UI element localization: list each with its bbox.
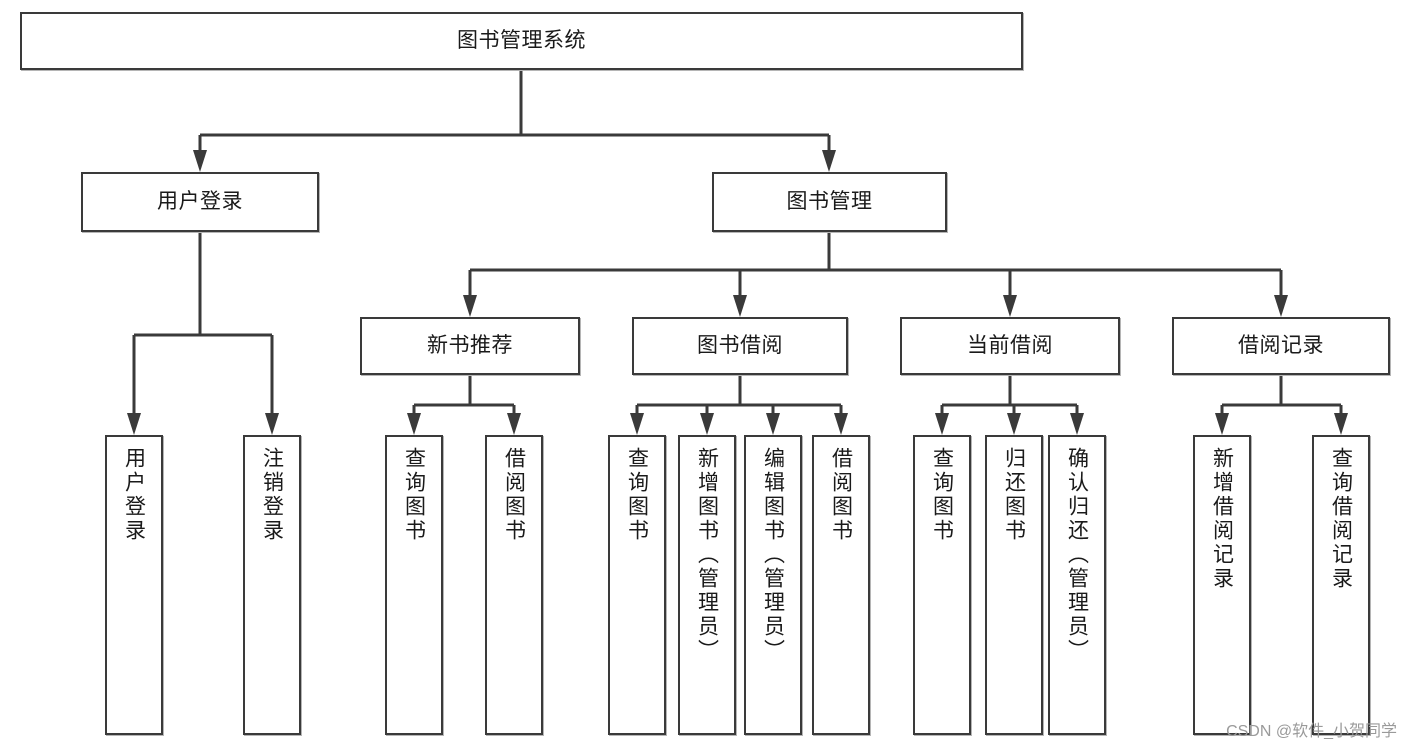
- node-current[interactable]: 当前借阅: [900, 317, 1120, 375]
- node-record[interactable]: 借阅记录: [1172, 317, 1390, 375]
- node-l_login[interactable]: 用户登录: [105, 435, 163, 735]
- node-label: 查询借阅记录: [1329, 447, 1353, 591]
- node-label: 借阅图书: [502, 447, 526, 543]
- node-label: 归还图书: [1002, 447, 1026, 543]
- node-label: 借阅图书: [829, 447, 853, 543]
- arrowhead-icon: [822, 150, 836, 172]
- node-newbook[interactable]: 新书推荐: [360, 317, 580, 375]
- arrowhead-icon: [630, 413, 644, 435]
- node-l_b_add[interactable]: 新增图书（管理员）: [678, 435, 736, 735]
- arrowhead-icon: [127, 413, 141, 435]
- node-label: 查询图书: [402, 447, 426, 543]
- arrowhead-icon: [700, 413, 714, 435]
- node-borrow[interactable]: 图书借阅: [632, 317, 848, 375]
- arrowhead-icon: [1007, 413, 1021, 435]
- node-bookmgmt[interactable]: 图书管理: [712, 172, 947, 232]
- node-label: 新增借阅记录: [1210, 447, 1234, 591]
- node-label: 用户登录: [157, 189, 243, 213]
- node-l_b_query[interactable]: 查询图书: [608, 435, 666, 735]
- node-label: 用户登录: [122, 447, 146, 543]
- node-l_r_query[interactable]: 查询借阅记录: [1312, 435, 1370, 735]
- arrowhead-icon: [265, 413, 279, 435]
- arrowhead-icon: [935, 413, 949, 435]
- arrowhead-icon: [834, 413, 848, 435]
- arrowhead-icon: [407, 413, 421, 435]
- node-label: 确认归还（管理员）: [1065, 447, 1089, 663]
- node-l_b_borrow[interactable]: 借阅图书: [812, 435, 870, 735]
- watermark-text: CSDN @软件_小贺同学: [1226, 723, 1397, 740]
- node-l_logout[interactable]: 注销登录: [243, 435, 301, 735]
- node-label: 编辑图书（管理员）: [761, 447, 785, 663]
- arrowhead-icon: [1070, 413, 1084, 435]
- arrowhead-icon: [1215, 413, 1229, 435]
- node-label: 图书借阅: [697, 333, 783, 357]
- node-label: 当前借阅: [967, 333, 1053, 357]
- node-label: 图书管理系统: [457, 28, 586, 52]
- arrowhead-icon: [1274, 295, 1288, 317]
- node-login[interactable]: 用户登录: [81, 172, 319, 232]
- arrowhead-icon: [733, 295, 747, 317]
- arrowhead-icon: [463, 295, 477, 317]
- node-root[interactable]: 图书管理系统: [20, 12, 1023, 70]
- node-l_r_add[interactable]: 新增借阅记录: [1193, 435, 1251, 735]
- arrowhead-icon: [507, 413, 521, 435]
- node-l_c_query[interactable]: 查询图书: [913, 435, 971, 735]
- node-label: 注销登录: [260, 447, 284, 543]
- node-label: 新增图书（管理员）: [695, 447, 719, 663]
- arrowhead-icon: [1334, 413, 1348, 435]
- node-l_nb_borrow[interactable]: 借阅图书: [485, 435, 543, 735]
- node-l_b_edit[interactable]: 编辑图书（管理员）: [744, 435, 802, 735]
- arrowhead-icon: [766, 413, 780, 435]
- node-label: 查询图书: [930, 447, 954, 543]
- node-label: 图书管理: [786, 189, 873, 213]
- node-label: 借阅记录: [1238, 333, 1324, 357]
- node-label: 新书推荐: [427, 333, 513, 357]
- arrowhead-icon: [1003, 295, 1017, 317]
- node-l_nb_query[interactable]: 查询图书: [385, 435, 443, 735]
- node-l_c_return[interactable]: 归还图书: [985, 435, 1043, 735]
- node-l_c_confirm[interactable]: 确认归还（管理员）: [1048, 435, 1106, 735]
- node-label: 查询图书: [625, 447, 649, 543]
- arrowhead-icon: [193, 150, 207, 172]
